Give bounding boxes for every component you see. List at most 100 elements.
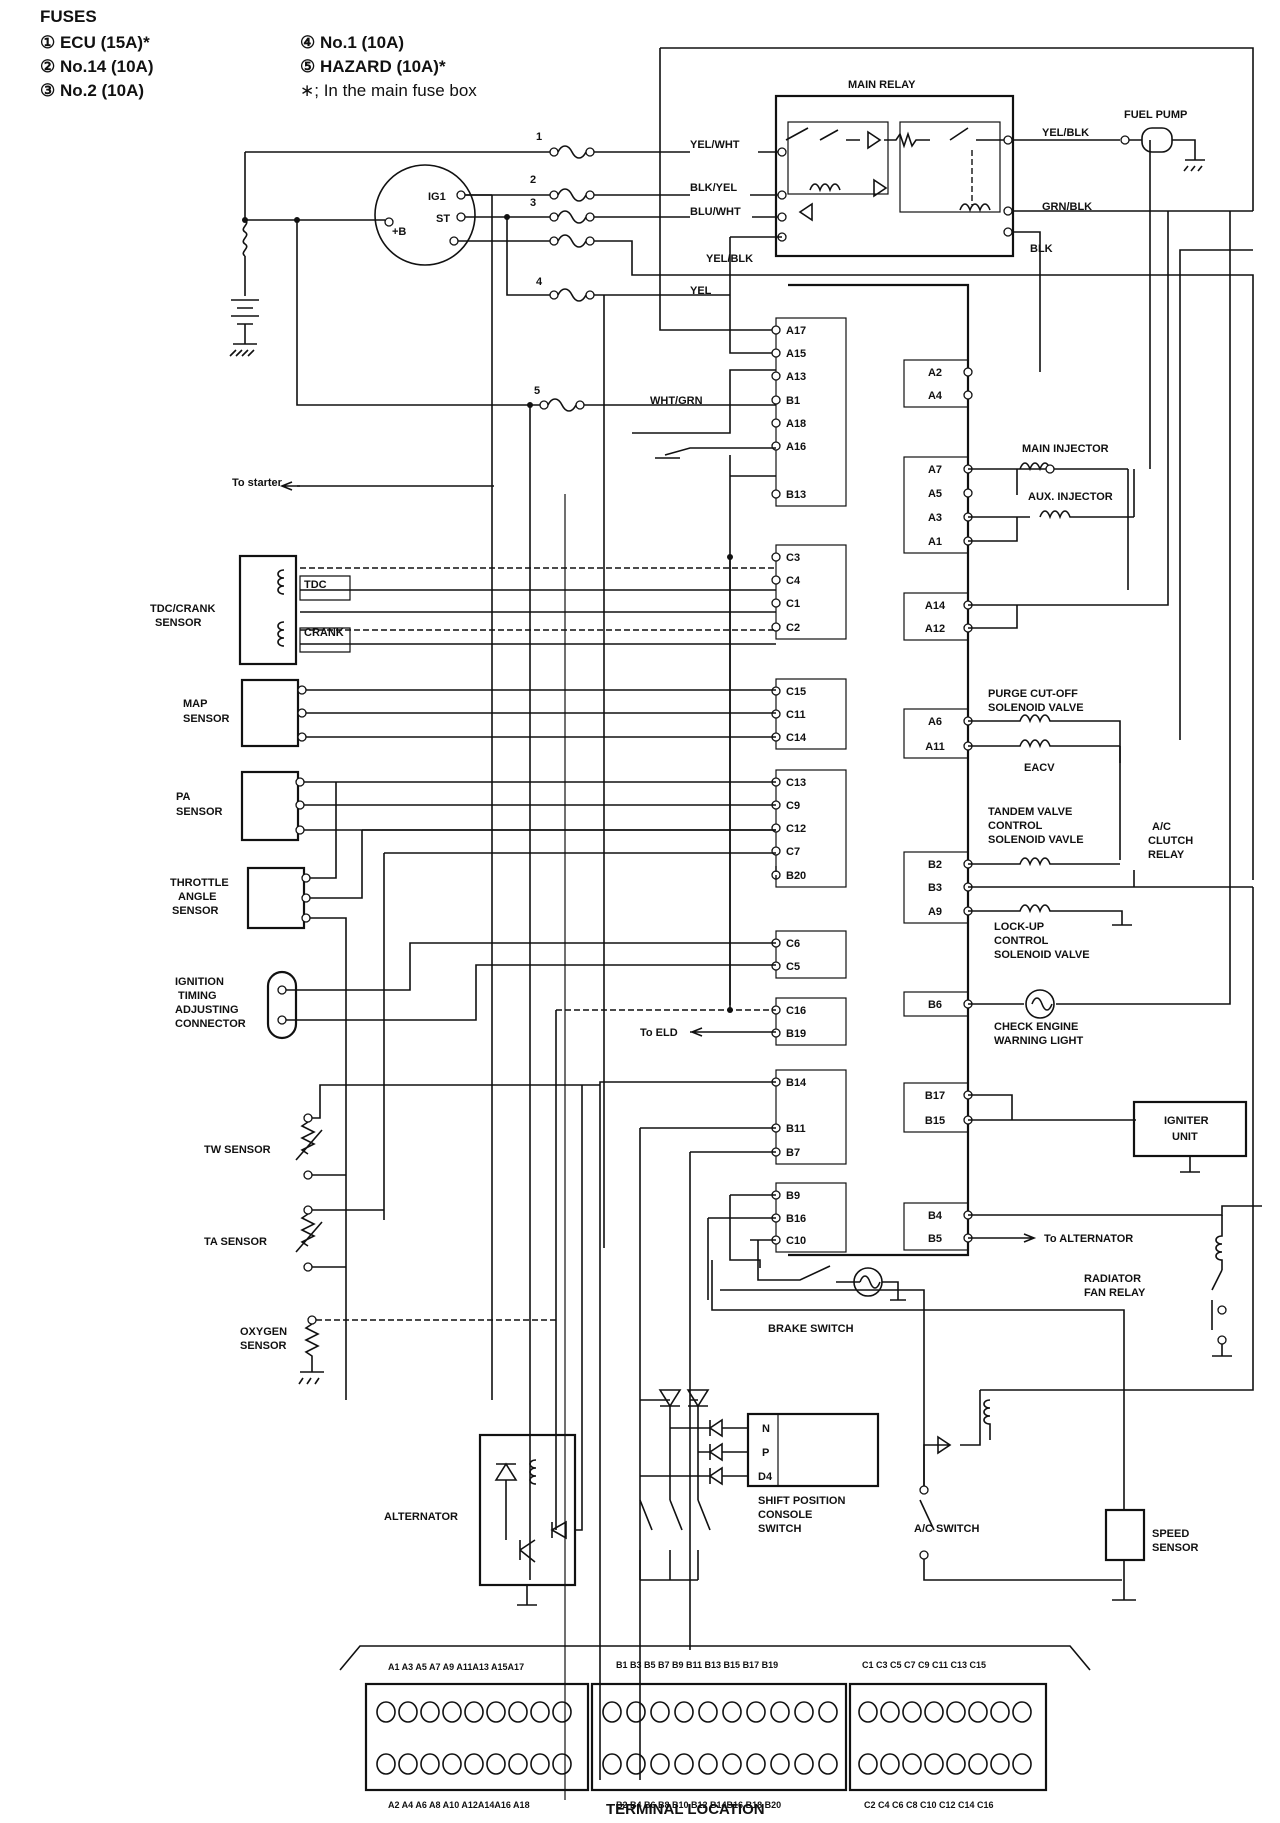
- svg-text:P: P: [762, 1447, 769, 1459]
- ecu-terminal-label: B14: [786, 1077, 807, 1089]
- connector-pin: [770, 1753, 790, 1775]
- connector-pin: [552, 1753, 572, 1775]
- ecu-terminal-label: B7: [786, 1147, 800, 1159]
- connector-bot-c: C2 C4 C6 C8 C10 C12 C14 C16: [864, 1800, 994, 1810]
- main-relay: MAIN RELAY: [774, 79, 1015, 258]
- svg-text:IGNITER: IGNITER: [1164, 1115, 1209, 1127]
- ecu-terminal-c1: C1: [771, 598, 800, 610]
- ecu-terminal-label: B11: [786, 1123, 806, 1135]
- ecu-terminal-label: C6: [786, 938, 800, 950]
- ecu-terminal-a15: A15: [771, 348, 806, 360]
- ac-clutch-label-1: A/C: [1152, 821, 1171, 833]
- svg-text:SPEED: SPEED: [1152, 1528, 1189, 1540]
- ecu-terminal-label: A3: [928, 512, 942, 524]
- svg-text:ADJUSTING: ADJUSTING: [175, 1004, 239, 1016]
- connector-pin: [376, 1701, 396, 1723]
- ecu-terminal-b19: B19: [771, 1028, 806, 1040]
- ecu-terminal-label: C5: [786, 961, 800, 973]
- svg-text:RADIATOR: RADIATOR: [1084, 1273, 1141, 1285]
- igniter-unit: IGNITER UNIT: [1132, 1100, 1248, 1158]
- ecu-terminal-label: A2: [928, 367, 942, 379]
- fuel-pump: FUEL PUMP: [1120, 109, 1205, 172]
- ecu-terminal-label: B20: [786, 870, 806, 882]
- wire-blk-yel: BLK/YEL: [690, 182, 737, 194]
- ecu-terminal-b15: B15: [925, 1115, 973, 1127]
- oxygen-sensor: OXYGEN SENSOR: [240, 1315, 324, 1385]
- svg-text:ALTERNATOR: ALTERNATOR: [384, 1511, 458, 1523]
- ecu-terminal-c5: C5: [771, 961, 800, 973]
- fuse-3: 3: [465, 197, 595, 224]
- ecu-terminal-b20: B20: [771, 870, 806, 882]
- connector-pin: [464, 1701, 484, 1723]
- speed-sensor: SPEED SENSOR: [1104, 1508, 1199, 1562]
- ecu-terminal-label: C12: [786, 823, 806, 835]
- connector-pin: [924, 1753, 944, 1775]
- fuse-legend-1: ① ECU (15A)*: [40, 33, 150, 52]
- svg-text:2: 2: [530, 174, 536, 186]
- purge-label-2: SOLENOID VALVE: [988, 702, 1084, 714]
- tandem-label-2: CONTROL: [988, 820, 1043, 832]
- svg-text:SENSOR: SENSOR: [155, 617, 202, 629]
- svg-text:TIMING: TIMING: [178, 990, 217, 1002]
- ecu-left-block: A17A15A13B1A18A16B13C3C4C1C2C15C11C14C13…: [771, 317, 847, 1253]
- ecu-terminal-label: A14: [925, 600, 946, 612]
- ecu-terminal-label: B13: [786, 489, 806, 501]
- ecu-terminal-label: C11: [786, 709, 806, 721]
- ac-switch: A/C SWITCH: [914, 1485, 979, 1560]
- alternator: ALTERNATOR: [384, 1433, 577, 1587]
- brake-switch-label: BRAKE SWITCH: [768, 1323, 854, 1335]
- ac-clutch-label-3: RELAY: [1148, 849, 1185, 861]
- ecu-terminal-label: B5: [928, 1233, 942, 1245]
- fuse-legend-5: ⑤ HAZARD (10A)*: [300, 57, 446, 76]
- st-label: ST: [436, 213, 450, 225]
- ecu-connector: A1 A3 A5 A7 A9 A11A13 A15A17 B1 B3 B5 B7…: [339, 1645, 1091, 1810]
- ecu-terminal-label: B3: [928, 882, 942, 894]
- connector-pins: [376, 1701, 1032, 1775]
- lockup-label-3: SOLENOID VALVE: [994, 949, 1090, 961]
- ecu-terminal-b11: B11: [771, 1123, 806, 1135]
- ecu-terminal-label: B16: [786, 1213, 806, 1225]
- ig1-label: IG1: [428, 191, 446, 203]
- ecu-terminal-label: C7: [786, 846, 800, 858]
- tdc-crank-sensor: TDC/CRANK SENSOR TDC CRANK: [150, 554, 351, 666]
- ecu-terminal-label: C1: [786, 598, 800, 610]
- ecu-terminal-a3: A3: [928, 512, 973, 524]
- connector-pin: [442, 1753, 462, 1775]
- fuse-legend-3: ③ No.2 (10A): [40, 81, 144, 100]
- ecu-terminal-b14: B14: [771, 1077, 807, 1089]
- connector-pin: [420, 1753, 440, 1775]
- ecu-terminal-label: A7: [928, 464, 942, 476]
- fuse-5: 5: [534, 385, 585, 412]
- ac-clutch-label-2: CLUTCH: [1148, 835, 1193, 847]
- main-injector-label: MAIN INJECTOR: [1022, 443, 1109, 455]
- connector-pin: [946, 1701, 966, 1723]
- svg-text:ANGLE: ANGLE: [178, 891, 217, 903]
- check-engine-label-2: WARNING LIGHT: [994, 1035, 1083, 1047]
- ecu-terminal-label: A1: [928, 536, 942, 548]
- svg-text:SHIFT POSITION: SHIFT POSITION: [758, 1495, 845, 1507]
- connector-pin: [552, 1701, 572, 1723]
- tw-sensor: TW SENSOR: [204, 1113, 323, 1180]
- connector-pin: [420, 1701, 440, 1723]
- connector-pin: [880, 1701, 900, 1723]
- connector-top-b: B1 B3 B5 B7 B9 B11 B13 B15 B17 B19: [616, 1660, 778, 1670]
- ecu-terminal-label: C16: [786, 1005, 806, 1017]
- connector-pin: [746, 1753, 766, 1775]
- fuse-2: 2: [465, 174, 595, 202]
- ignition-switch: IG1 ST +B: [374, 164, 476, 266]
- svg-text:5: 5: [534, 385, 540, 397]
- ecu-terminal-label: A12: [925, 623, 945, 635]
- connector-pin: [376, 1753, 396, 1775]
- svg-text:TDC: TDC: [304, 579, 327, 591]
- svg-text:A/C SWITCH: A/C SWITCH: [914, 1523, 979, 1535]
- ecu-terminal-label: B15: [925, 1115, 945, 1127]
- fuse-legend-2: ② No.14 (10A): [40, 57, 154, 76]
- svg-text:SENSOR: SENSOR: [176, 806, 223, 818]
- purge-label-1: PURGE CUT-OFF: [988, 688, 1078, 700]
- connector-pin: [770, 1701, 790, 1723]
- ecu-terminal-b6: B6: [928, 999, 973, 1011]
- ecu-terminal-a4: A4: [928, 390, 973, 402]
- ecu-terminal-b17: B17: [925, 1090, 973, 1102]
- ecu-terminal-label: C13: [786, 777, 806, 789]
- map-sensor: MAP SENSOR: [183, 678, 307, 748]
